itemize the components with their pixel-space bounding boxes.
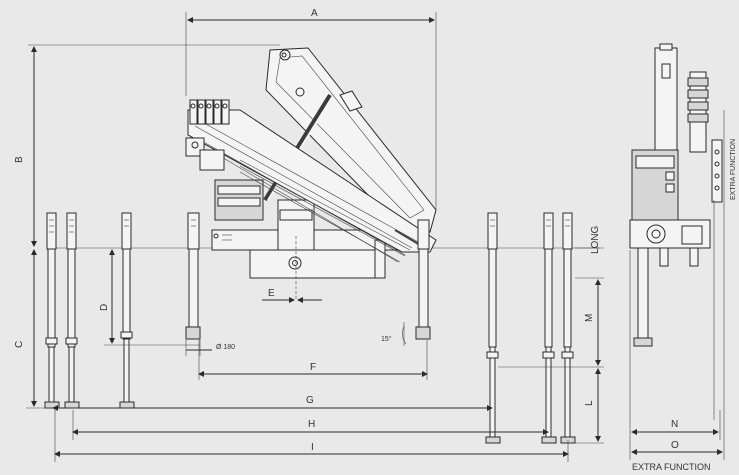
outer-boom (187, 109, 437, 253)
dim-label-c: C (14, 341, 25, 348)
dim-label-h: H (308, 419, 315, 430)
crane-end-view: EXTRA FUNCTION N O EXTRA FUNCTION (629, 43, 737, 472)
dim-label-b: B (14, 156, 25, 163)
dimension-text: A B C D E F G H I L M LONG Ø 180 15° (14, 8, 601, 453)
crane-side-view (50, 47, 600, 300)
dim-label-f: F (310, 362, 316, 373)
dim-label-i: I (311, 442, 314, 453)
dim-label-d: D (99, 304, 110, 311)
stabilizer-right-inner (541, 212, 557, 444)
base-frame (249, 249, 381, 279)
stabilizer-left-mid (119, 212, 135, 409)
stabilizer-main-right (415, 219, 431, 340)
dim-label-l: L (584, 400, 595, 406)
dimension-lines (26, 12, 604, 462)
stabilizer-left-inner (64, 212, 80, 409)
stabilizer-right-mid (485, 212, 501, 444)
dim-label-g: G (306, 395, 314, 406)
dim-label-m: M (584, 314, 595, 322)
angle-label: 15° (381, 335, 392, 343)
dim-label-e: E (268, 288, 275, 299)
extra-function-bottom-label: EXTRA FUNCTION (632, 462, 711, 472)
boom-head (185, 99, 230, 171)
long-label: LONG (590, 225, 601, 254)
stabilizer-legs (44, 212, 576, 444)
main-boom (265, 47, 437, 233)
extra-function-side-label: EXTRA FUNCTION (730, 139, 737, 200)
stabilizer-right-outer (560, 212, 576, 444)
dim-label-n: N (671, 419, 678, 430)
dim-label-o: O (671, 440, 679, 451)
diameter-label: Ø 180 (216, 344, 235, 351)
stabilizer-main-left (185, 212, 201, 340)
dim-label-a: A (311, 8, 318, 19)
stabilizer-left-outer (44, 212, 60, 409)
